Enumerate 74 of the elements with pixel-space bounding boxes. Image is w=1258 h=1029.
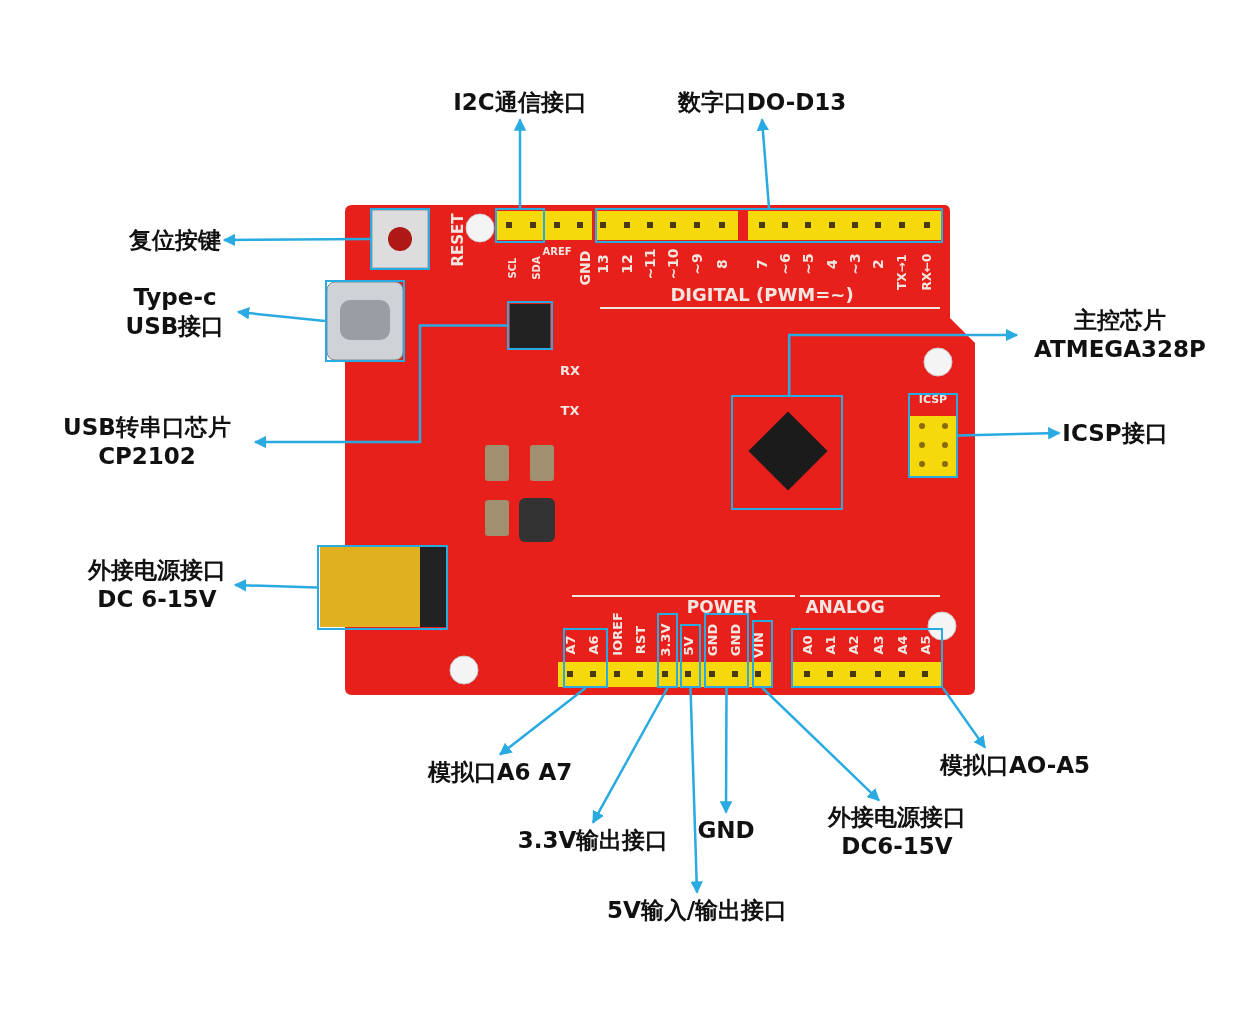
silkscreen-label: GND [578, 250, 592, 286]
silkscreen-label: A4 [895, 635, 909, 655]
callout-label: USB转串口芯片 CP2102 [42, 413, 252, 471]
silkscreen-label: VIN [751, 632, 765, 658]
leader-arrow [957, 427, 1061, 440]
callout-label: 复位按键 [129, 225, 221, 255]
silkscreen-label: TX→1 [896, 254, 908, 290]
leader-arrow [233, 579, 318, 592]
callout-label: GND [697, 815, 755, 845]
callout-label: ICSP接口 [1062, 418, 1168, 448]
highlight-box [370, 208, 430, 270]
leader-arrow [513, 118, 527, 208]
silkscreen-label: A1 [823, 635, 837, 655]
leader-arrow [689, 687, 703, 894]
leader-arrow [499, 687, 587, 756]
leader-arrow [253, 324, 507, 449]
silkscreen-label: SDA [532, 256, 542, 280]
callout-label: 外接电源接口 DC 6-15V [82, 556, 232, 614]
leader-arrow [222, 233, 370, 247]
silkscreen-label: ICSP [918, 393, 948, 405]
highlight-box [657, 613, 678, 688]
highlight-box [731, 395, 843, 510]
silkscreen-label: 8 [715, 259, 729, 269]
callout-label: 5V输入/输出接口 [606, 895, 788, 925]
silkscreen-label: 2 [871, 259, 885, 269]
silkscreen-label: A3 [871, 635, 885, 655]
callout-label: Type-c USB接口 [115, 283, 235, 341]
silkscreen-label: GND [728, 623, 742, 657]
leader-arrow [591, 687, 669, 824]
highlight-box [680, 624, 701, 688]
highlight-box [325, 280, 405, 362]
silkscreen-label: RX [560, 363, 580, 377]
leader-arrow [756, 118, 771, 209]
callout-label: 主控芯片 ATMEGA328P [1020, 306, 1220, 364]
silkscreen-label: 3.3V [658, 623, 672, 657]
silkscreen-label: RX←0 [921, 253, 933, 291]
callout-label: I2C通信接口 [453, 87, 587, 117]
highlight-box [317, 545, 448, 630]
silkscreen-label: RST [633, 625, 647, 655]
silkscreen-label: RESET [450, 213, 466, 267]
callout-label: 3.3V输出接口 [517, 825, 669, 855]
silkscreen-label: SCL [508, 257, 518, 279]
callout-label: 外接电源接口 DC6-15V [807, 803, 987, 861]
leader-arrow [719, 688, 733, 814]
silkscreen-label: AREF [542, 247, 572, 257]
silkscreen-label: IOREF [610, 612, 624, 656]
silkscreen-label: A2 [846, 635, 860, 655]
leader-arrow [761, 687, 880, 802]
silkscreen-label: DIGITAL (PWM=~) [670, 286, 854, 304]
highlight-box [752, 620, 773, 688]
silkscreen-label: A0 [800, 635, 814, 655]
highlight-box [595, 208, 943, 243]
silkscreen-label: POWER [686, 598, 758, 616]
silkscreen-label: ANALOG [805, 598, 885, 616]
highlight-box [563, 628, 608, 688]
silkscreen-label: A6 [586, 635, 600, 655]
callout-label: 数字口DO-D13 [677, 87, 847, 117]
leader-arrow [941, 687, 987, 749]
highlight-box [495, 208, 545, 243]
silkscreen-label: 5V [681, 636, 695, 656]
silkscreen-label: GND [705, 623, 719, 657]
silkscreen-label: TX [560, 403, 580, 417]
silkscreen-label: A7 [563, 635, 577, 655]
highlight-box [704, 613, 749, 688]
silkscreen-label: 7 [755, 259, 769, 269]
silkscreen-label: A5 [918, 635, 932, 655]
callout-label: 模拟口A6 A7 [427, 757, 573, 787]
highlight-box [791, 628, 943, 688]
callout-label: 模拟口AO-A5 [939, 750, 1091, 780]
leader-arrow [236, 306, 326, 323]
silkscreen-label: 4 [825, 259, 839, 269]
leader-arrow [787, 328, 1019, 395]
highlight-box [908, 393, 958, 478]
highlight-box [507, 301, 553, 350]
